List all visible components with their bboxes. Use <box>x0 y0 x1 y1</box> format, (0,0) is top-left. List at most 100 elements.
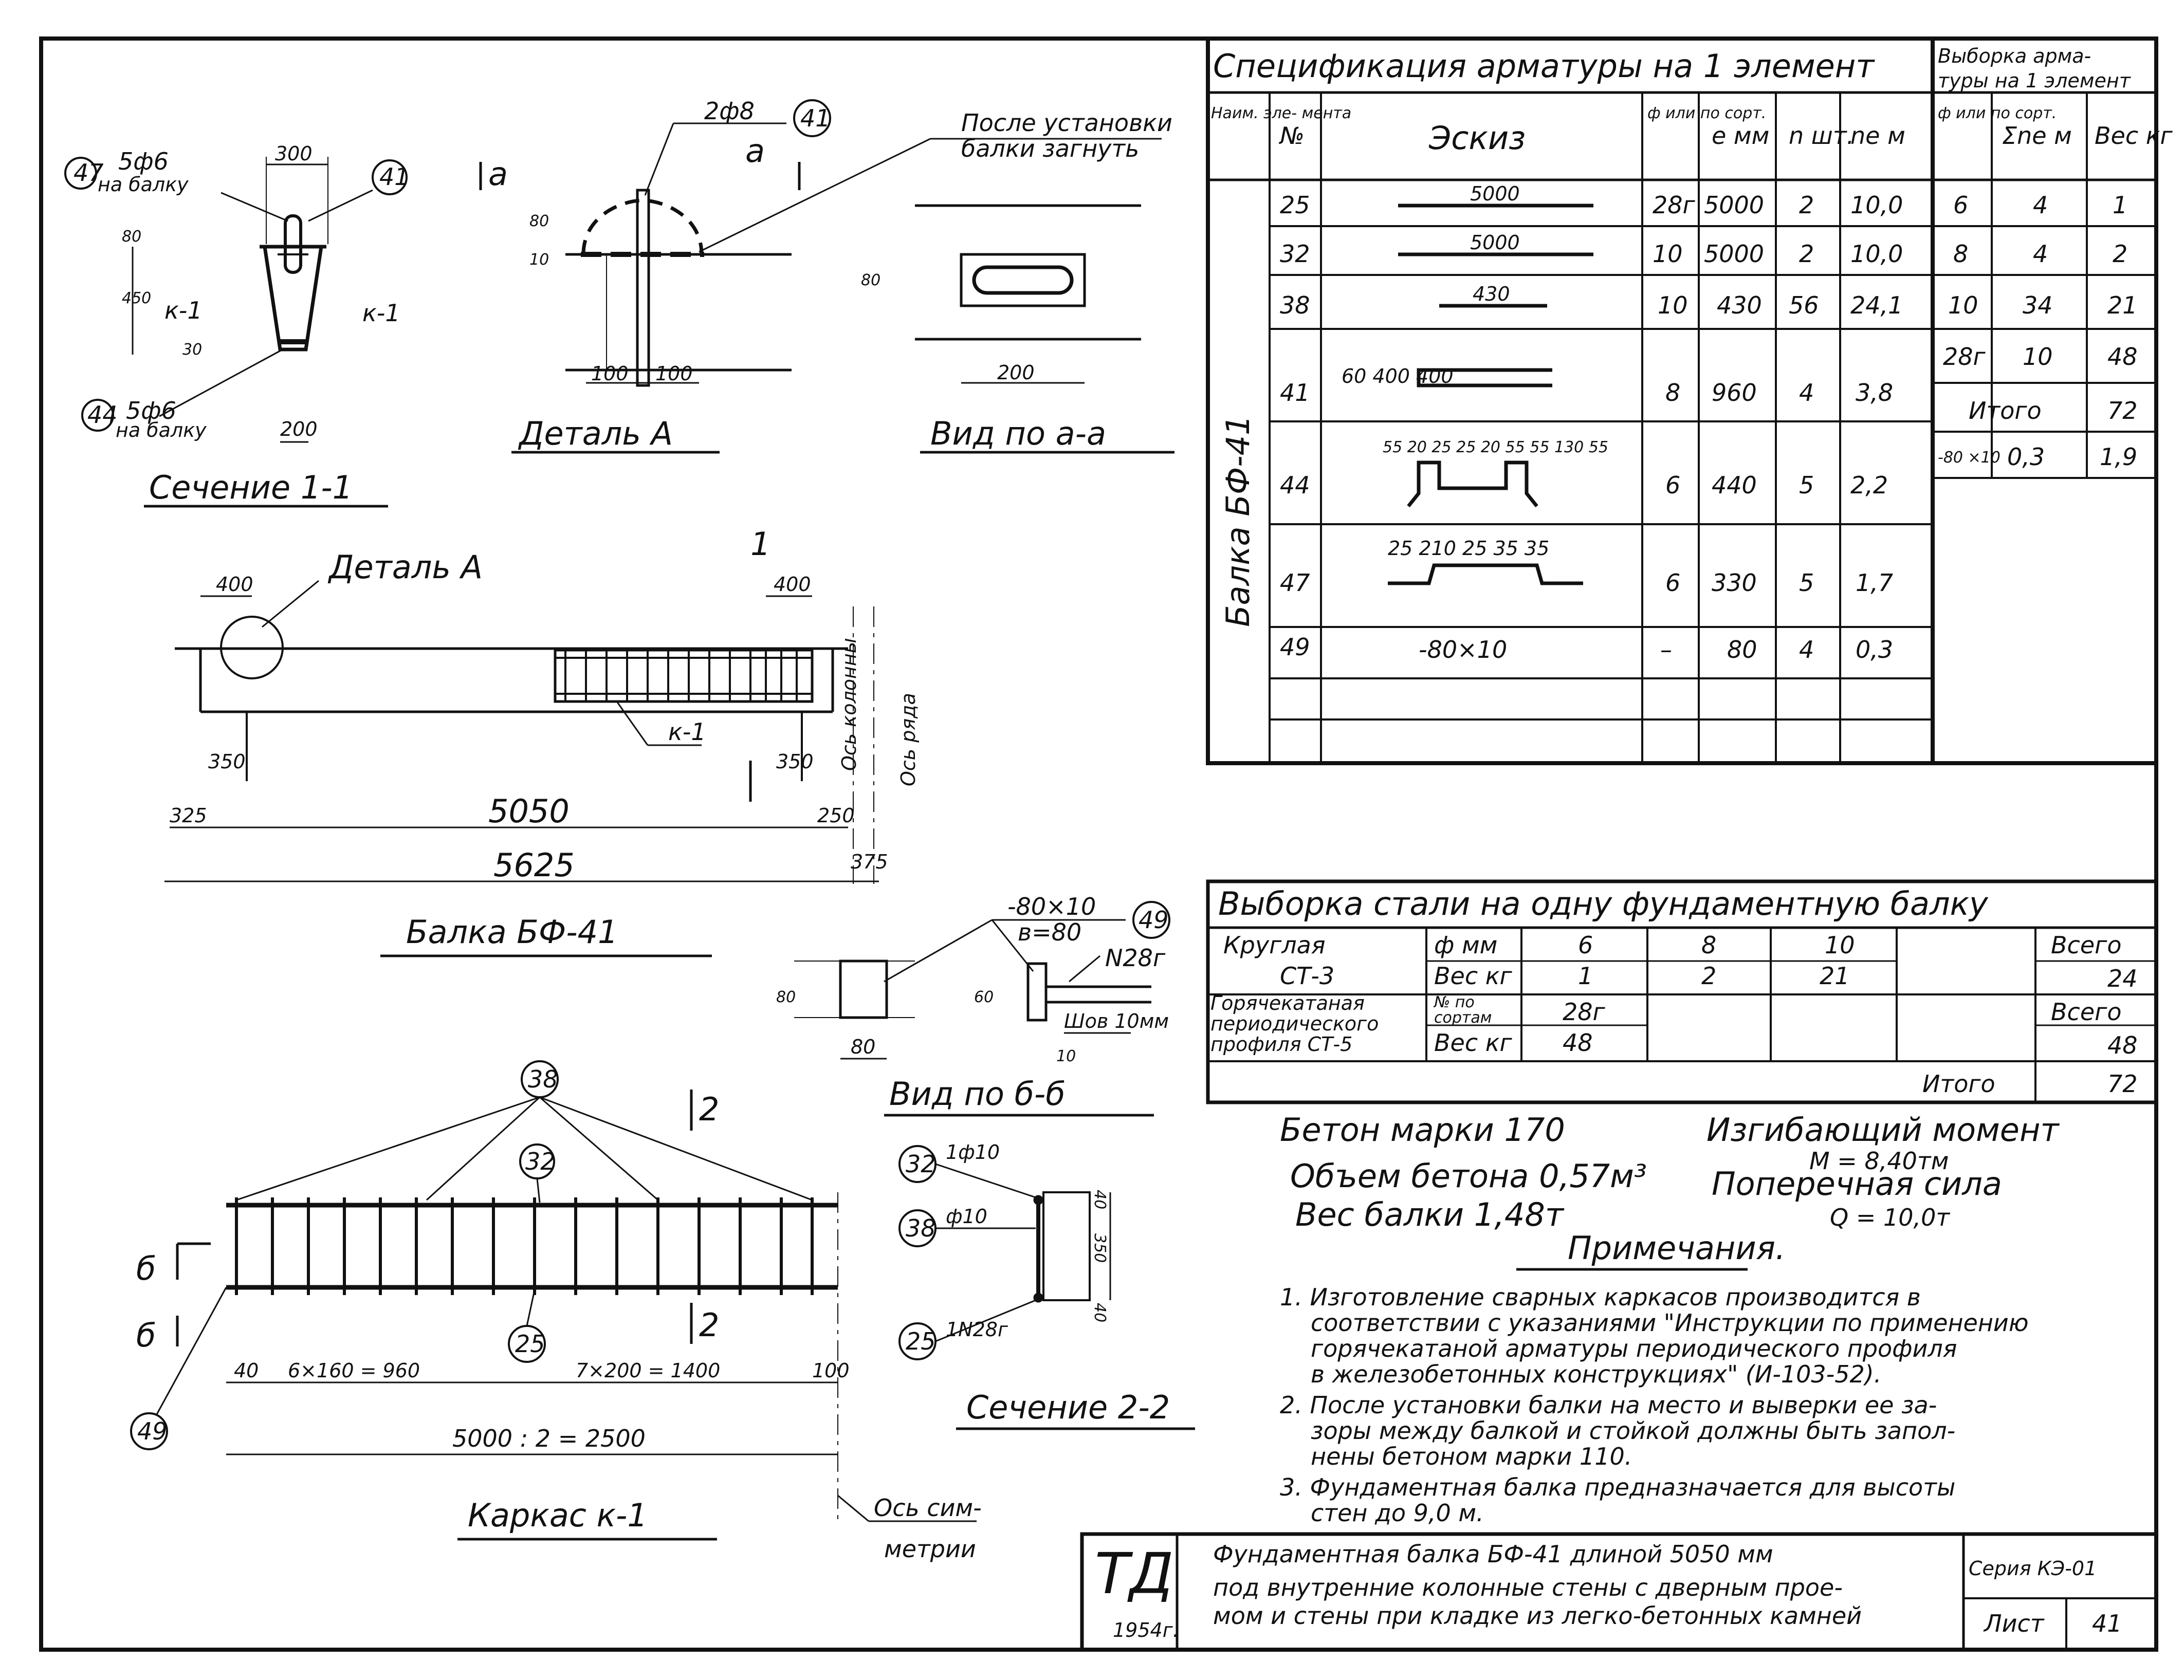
dim: 40 <box>1091 1303 1109 1322</box>
note-line: соответствии с указаниями "Инструкции по… <box>1311 1309 2029 1337</box>
svg-text:24,1: 24,1 <box>1850 291 1903 319</box>
note: После установки <box>961 109 1172 137</box>
dim: 10 <box>1056 1047 1076 1065</box>
bar-note: на балку <box>98 173 189 196</box>
steel-title: Выборка стали на одну фундаментную балку <box>1218 885 1989 922</box>
svg-text:44: 44 <box>1280 471 1310 499</box>
view-b-b: 80 80 60 10 -80×10 в=80 49 N28г Шов 10мм… <box>776 893 1170 1117</box>
cell: 10 <box>1825 931 1855 959</box>
section-mark: а <box>488 155 508 193</box>
header: ф или по сорт. <box>1647 104 1766 122</box>
bar-note: на балку <box>116 419 207 441</box>
svg-text:2,2: 2,2 <box>1850 471 1888 499</box>
dim: 350 <box>208 750 246 773</box>
param: Поперечная сила <box>1712 1165 2002 1203</box>
element-name: Балка БФ-41 <box>1219 415 1257 627</box>
cell: 48 <box>2107 1031 2138 1059</box>
dim: 400 <box>216 573 253 596</box>
svg-text:430: 430 <box>1473 283 1510 305</box>
svg-text:34: 34 <box>2023 291 2053 319</box>
svg-text:25 210 25 35 35: 25 210 25 35 35 <box>1388 537 1549 560</box>
note-line: 2. После установки балки на место и выве… <box>1280 1391 1937 1419</box>
svg-text:10: 10 <box>1948 291 1978 319</box>
svg-text:3,8: 3,8 <box>1856 379 1893 407</box>
callout-49: 49 <box>137 1417 168 1445</box>
description: Фундаментная балка БФ-41 длиной 5050 мм <box>1213 1540 1773 1568</box>
callout-25: 25 <box>906 1327 936 1355</box>
cell: 8 <box>1701 931 1716 959</box>
dim: 80 <box>861 271 880 289</box>
table-row: 47 25 210 25 35 35 6 330 5 1,7 <box>1280 537 1893 597</box>
svg-text:5000: 5000 <box>1704 191 1764 219</box>
svg-text:1,9: 1,9 <box>2100 443 2137 471</box>
callout-47: 47 <box>74 159 104 187</box>
param: Бетон марки 170 <box>1280 1111 1565 1149</box>
sheet-number: 41 <box>2092 1610 2122 1637</box>
note-line: нены бетоном марки 110. <box>1311 1443 1632 1470</box>
svg-text:5: 5 <box>1799 569 1814 597</box>
dim: 450 <box>122 289 151 307</box>
param: M = 8,40тм <box>1809 1147 1949 1175</box>
dim: 100 <box>812 1359 850 1382</box>
section-2-2: 32 1ф10 38 ф10 25 1N28г 40 350 40 Сечени… <box>898 1141 1195 1430</box>
selection-row: 28г 10 48 <box>1943 343 2138 371</box>
param: Q = 10,0т <box>1830 1204 1950 1231</box>
label: периодического <box>1210 1012 1379 1035</box>
bar-label: 5ф6 <box>126 397 176 424</box>
section-mark: 2 <box>699 1306 719 1344</box>
table-row: 44 55 20 25 25 20 55 55 130 55 6 440 5 2… <box>1280 438 1888 508</box>
label: Всего <box>2051 998 2121 1026</box>
label: Вес кг <box>1434 1029 1513 1057</box>
svg-text:10,0: 10,0 <box>1850 191 1903 219</box>
svg-text:2: 2 <box>1799 240 1814 268</box>
axis-label: Ось ряда <box>897 693 920 786</box>
dim: 80 <box>851 1036 875 1058</box>
year: 1954г. <box>1113 1619 1179 1641</box>
svg-text:5: 5 <box>1799 471 1814 499</box>
cell: 21 <box>1820 962 1850 990</box>
svg-text:330: 330 <box>1712 569 1757 597</box>
selection-row: -80 ×10 0,3 1,9 <box>1938 443 2137 471</box>
svg-text:4: 4 <box>1799 379 1814 407</box>
svg-text:5000: 5000 <box>1470 231 1520 254</box>
dim: 375 <box>851 851 888 873</box>
svg-text:–: – <box>1660 636 1672 663</box>
bar-label: 1ф10 <box>946 1141 1000 1164</box>
svg-text:0,3: 0,3 <box>2007 443 2045 471</box>
note-line: в железобетонных конструкциях" (И-103-52… <box>1311 1360 1881 1388</box>
dim: 200 <box>280 418 318 440</box>
bar-label: 2ф8 <box>704 97 755 125</box>
bar-label: ф10 <box>946 1205 987 1228</box>
frame-label: к-1 <box>362 299 400 327</box>
svg-text:-80 ×10: -80 ×10 <box>1938 449 2001 467</box>
steel-table: Выборка стали на одну фундаментную балку… <box>1206 879 2158 1104</box>
view-title: Вид по б-б <box>889 1075 1065 1113</box>
bar-label: 5ф6 <box>118 147 169 175</box>
callout-25: 25 <box>515 1330 545 1358</box>
dim: 30 <box>182 341 202 359</box>
dim: 300 <box>275 142 313 165</box>
label: ф мм <box>1434 931 1497 959</box>
dim: 80 <box>529 212 549 230</box>
svg-text:8: 8 <box>1665 379 1680 407</box>
svg-text:6: 6 <box>1665 471 1680 499</box>
dim: 200 <box>997 361 1035 384</box>
dim: 80 <box>776 988 796 1006</box>
dim: 400 <box>774 573 811 596</box>
cell: 24 <box>2107 965 2138 992</box>
plate-label: в=80 <box>1018 918 1081 946</box>
dim: 100 <box>655 362 693 385</box>
note-line: 3. Фундаментная балка предназначается дл… <box>1280 1473 1955 1501</box>
callout-44: 44 <box>87 401 118 429</box>
svg-text:41: 41 <box>1280 379 1310 407</box>
cell: 72 <box>2107 1070 2138 1098</box>
svg-text:25: 25 <box>1280 191 1310 219</box>
notes-title: Примечания. <box>1568 1229 1786 1267</box>
dim: 40 <box>234 1359 259 1382</box>
svg-text:47: 47 <box>1280 569 1310 597</box>
svg-text:2: 2 <box>2113 240 2127 268</box>
beam-bf-41: к-1 Деталь А 1 Ось колонны Ось ряда 400 … <box>164 525 920 957</box>
axis-label: Ось сим- <box>874 1494 982 1522</box>
dim: 7×200 = 1400 <box>576 1359 720 1382</box>
dim: 10 <box>529 251 549 269</box>
